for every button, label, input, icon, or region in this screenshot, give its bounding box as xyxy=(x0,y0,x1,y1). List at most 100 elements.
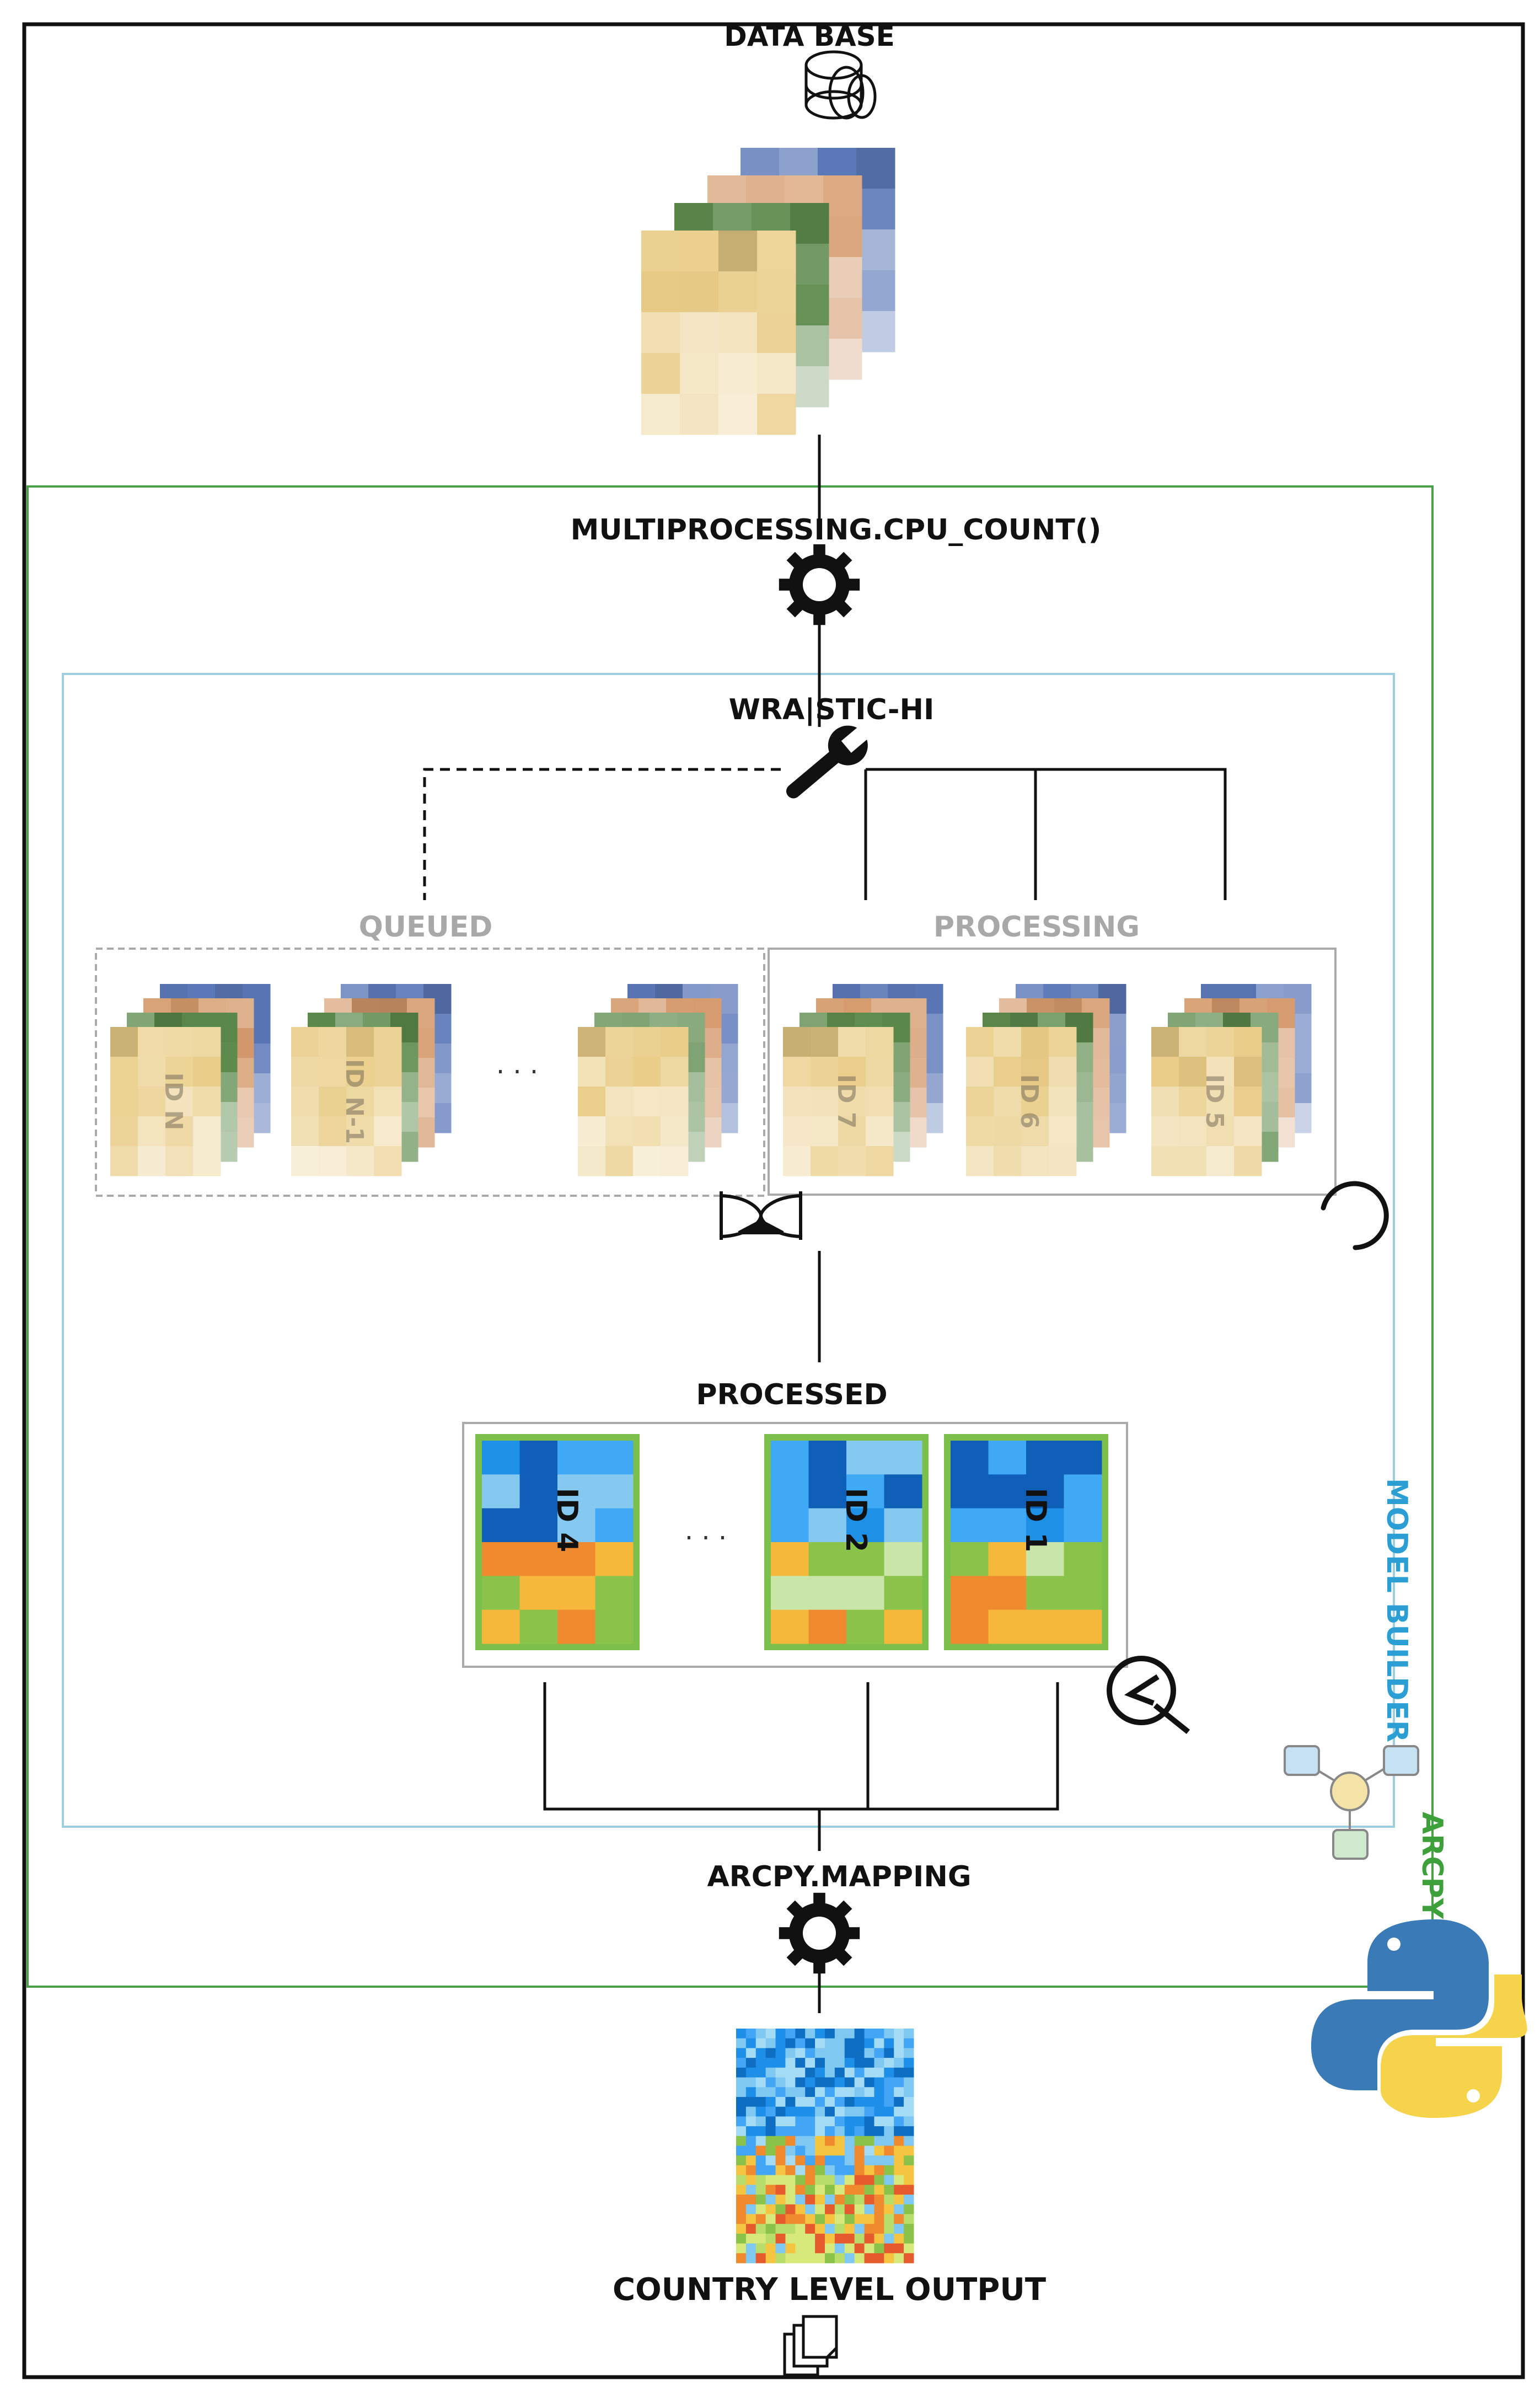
raster-cell xyxy=(680,353,719,394)
raster-cell xyxy=(805,2087,815,2098)
raster-cell xyxy=(988,1609,1027,1644)
raster-cell xyxy=(557,1441,595,1475)
raster-cell xyxy=(374,1087,402,1117)
raster-cell xyxy=(874,2165,884,2176)
model-builder-label: MODEL BUILDER xyxy=(1380,1478,1413,1742)
raster-cell xyxy=(811,1087,839,1117)
raster-cell xyxy=(745,2106,756,2117)
raster-cell xyxy=(755,2253,766,2264)
raster-cell xyxy=(736,2253,747,2264)
raster-cell xyxy=(765,2048,776,2058)
raster-cell xyxy=(894,2145,904,2156)
raster-cell xyxy=(1234,1087,1262,1117)
raster-cell xyxy=(718,271,758,313)
raster-cell xyxy=(783,1116,811,1147)
raster-cell xyxy=(138,1116,166,1147)
raster-cell xyxy=(815,2136,825,2146)
raster-cell xyxy=(578,1027,606,1057)
raster-cell xyxy=(765,2096,776,2107)
arcpy-container xyxy=(26,485,1434,1988)
raster-cell xyxy=(815,2233,825,2244)
raster-cell xyxy=(736,2038,747,2048)
raster-cell xyxy=(193,1027,221,1057)
raster-cell xyxy=(745,2253,756,2264)
raster-cell xyxy=(815,2116,825,2127)
raster-cell xyxy=(884,2038,894,2048)
raster-cell xyxy=(825,2195,835,2205)
raster-cell xyxy=(805,2253,815,2264)
raster-cell xyxy=(795,2087,806,2098)
raster-cell xyxy=(745,2116,756,2127)
raster-cell xyxy=(519,1441,558,1475)
raster-cell xyxy=(641,394,680,435)
raster-cell xyxy=(790,244,829,285)
raster-cell xyxy=(765,2224,776,2234)
raster-cell xyxy=(808,1542,847,1576)
raster-cell xyxy=(951,1609,989,1644)
raster-cell xyxy=(811,1027,839,1057)
mapping-label: ARCPY.MAPPING xyxy=(707,1860,971,1893)
raster-cell xyxy=(854,2195,865,2205)
tile-id-label: ID N xyxy=(159,1072,187,1130)
raster-cell xyxy=(904,2204,914,2214)
raster-cell xyxy=(844,2243,855,2254)
raster-cell xyxy=(1206,1116,1235,1147)
raster-cell xyxy=(864,2233,874,2244)
raster-cell xyxy=(805,2126,815,2137)
raster-cell xyxy=(785,2185,796,2195)
raster-cell xyxy=(785,2253,796,2264)
raster-cell xyxy=(775,2126,786,2137)
raster-cell xyxy=(866,1116,894,1147)
raster-cell xyxy=(765,2116,776,2127)
raster-cell xyxy=(834,2116,845,2127)
raster-cell xyxy=(775,2165,786,2176)
raster-cell xyxy=(844,2067,855,2078)
raster-cell xyxy=(1026,1474,1064,1509)
raster-cell xyxy=(844,2185,855,2195)
raster-cell xyxy=(904,2038,914,2048)
raster-cell xyxy=(775,2204,786,2214)
raster-cell xyxy=(894,2048,904,2058)
raster-cell xyxy=(874,2233,884,2244)
raster-cell xyxy=(894,2126,904,2137)
queued-group-box xyxy=(95,948,765,1197)
raster-cell xyxy=(994,1146,1022,1176)
raster-cell xyxy=(864,2136,874,2146)
raster-cell xyxy=(834,2029,845,2039)
raster-cell xyxy=(661,1116,689,1147)
raster-cell xyxy=(838,1116,866,1147)
raster-cell xyxy=(894,2195,904,2205)
raster-cell xyxy=(757,394,796,435)
country-output-label: COUNTRY LEVEL OUTPUT xyxy=(613,2272,1046,2308)
raster-cell xyxy=(825,2185,835,2195)
raster-cell xyxy=(864,2243,874,2254)
raster-cell xyxy=(904,2048,914,2058)
raster-cell xyxy=(844,2195,855,2205)
raster-cell xyxy=(736,2145,747,2156)
raster-cell xyxy=(884,1474,922,1509)
raster-cell xyxy=(834,2145,845,2156)
raster-cell xyxy=(966,1087,994,1117)
raster-cell xyxy=(765,2195,776,2205)
raster-cell xyxy=(866,1087,894,1117)
raster-cell xyxy=(854,2175,865,2185)
raster-cell xyxy=(808,1474,847,1509)
raster-cell xyxy=(661,1057,689,1087)
raster-cell xyxy=(864,2106,874,2117)
raster-cell xyxy=(815,2106,825,2117)
raster-cell xyxy=(795,2165,806,2176)
raster-cell xyxy=(641,312,680,354)
raster-cell xyxy=(775,2224,786,2234)
raster-cell xyxy=(765,2253,776,2264)
raster-cell xyxy=(765,2029,776,2039)
raster-cell xyxy=(966,1057,994,1087)
raster-cell xyxy=(884,2096,894,2107)
raster-cell xyxy=(1026,1542,1064,1576)
raster-cell xyxy=(815,2058,825,2068)
raster-cell xyxy=(825,2224,835,2234)
raster-cell xyxy=(795,2204,806,2214)
raster-cell xyxy=(874,2204,884,2214)
raster-cell xyxy=(846,1441,884,1475)
raster-cell xyxy=(854,2038,865,2048)
raster-cell xyxy=(1179,1027,1207,1057)
